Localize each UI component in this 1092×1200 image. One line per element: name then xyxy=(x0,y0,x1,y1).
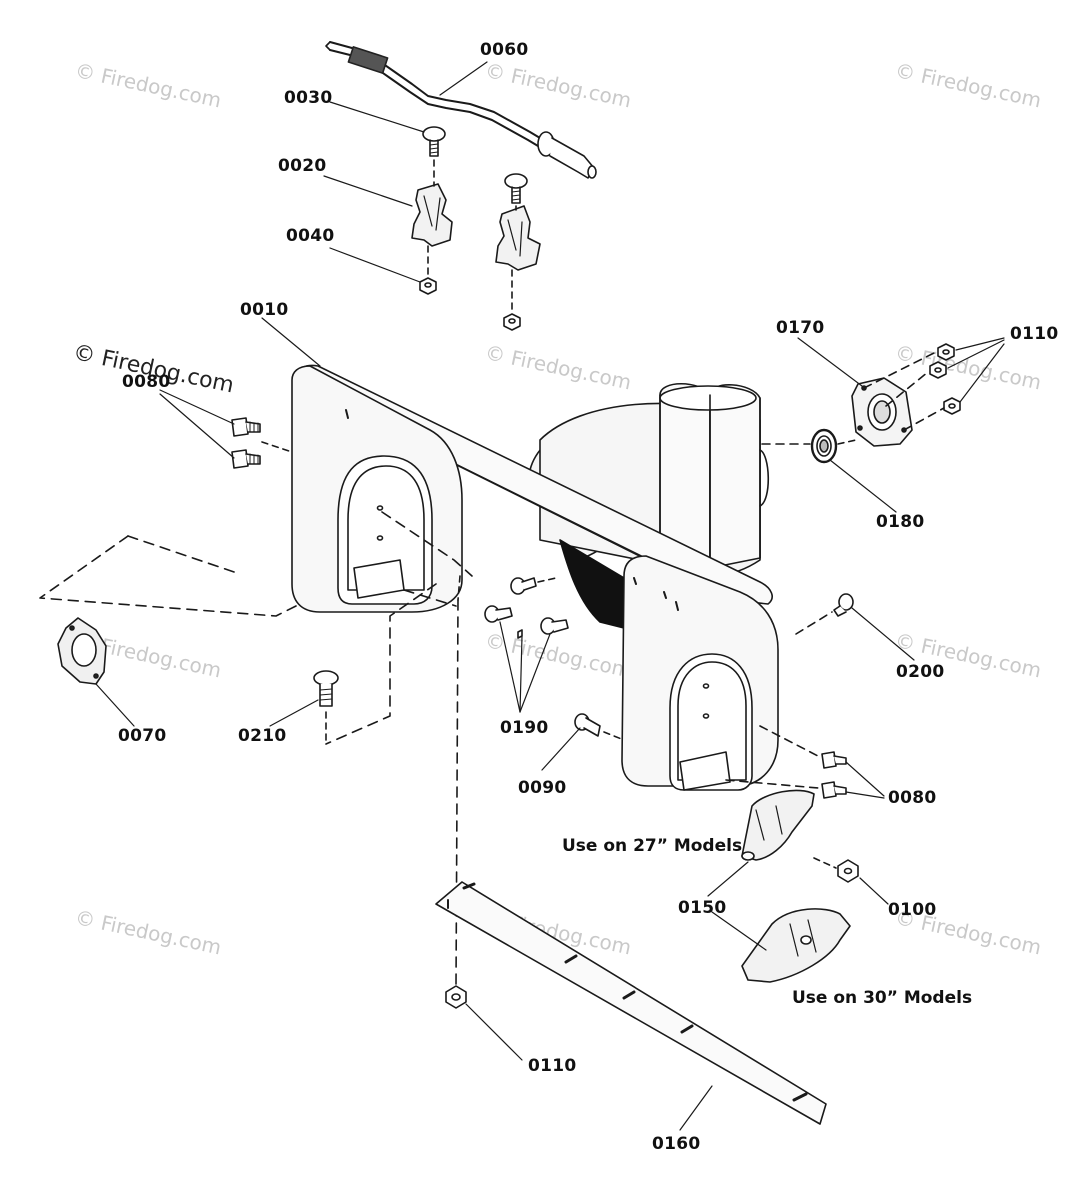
part-0200-bolt xyxy=(833,593,854,617)
part-0110-nut xyxy=(929,343,961,415)
part-label-0110-bottom: 0110 xyxy=(528,1056,577,1076)
note-27-models: Use on 27” Models xyxy=(562,836,743,856)
part-0170-bearing-flange xyxy=(851,377,913,447)
part-0030-screw xyxy=(422,126,528,204)
part-0190-bolt xyxy=(484,577,569,639)
part-label-0090: 0090 xyxy=(518,778,567,798)
part-label-0200: 0200 xyxy=(896,662,945,682)
part-0060-drive-shaft xyxy=(325,41,597,179)
part-label-0150: 0150 xyxy=(678,898,727,918)
part-label-0030: 0030 xyxy=(284,88,333,108)
part-0150-skid-shoe xyxy=(741,908,851,983)
part-0040-nut xyxy=(419,277,521,331)
part-0180-bearing xyxy=(810,428,838,464)
part-label-0010: 0010 xyxy=(240,300,289,320)
part-0210-carriage-bolt xyxy=(313,670,339,707)
part-0100-nut xyxy=(837,859,859,883)
part-label-0180: 0180 xyxy=(876,512,925,532)
part-label-0110-top: 0110 xyxy=(1010,324,1059,344)
part-label-0160: 0160 xyxy=(652,1134,701,1154)
part-label-0020: 0020 xyxy=(278,156,327,176)
leader-lines xyxy=(95,61,1005,1131)
part-0110-nut xyxy=(445,985,467,1009)
part-label-0080-right: 0080 xyxy=(888,788,937,808)
part-0020-clip xyxy=(411,183,541,271)
part-label-0060: 0060 xyxy=(480,40,529,60)
part-0010-auger-housing xyxy=(291,364,779,791)
part-label-0100: 0100 xyxy=(888,900,937,920)
part-0080-bolt xyxy=(821,751,847,799)
part-label-0190: 0190 xyxy=(500,718,549,738)
part-0090-screw xyxy=(574,713,601,737)
note-30-models: Use on 30” Models xyxy=(792,988,973,1008)
part-0070-bearing-plate xyxy=(57,617,107,685)
part-label-0210: 0210 xyxy=(238,726,287,746)
part-label-0170: 0170 xyxy=(776,318,825,338)
part-0160-scraper-blade xyxy=(435,881,827,1125)
part-label-0080-left: 0080 xyxy=(122,372,171,392)
part-0080-bolt xyxy=(231,417,261,469)
part-label-0070: 0070 xyxy=(118,726,167,746)
part-label-0040: 0040 xyxy=(286,226,335,246)
part-0150-skid-shoe xyxy=(741,789,815,861)
